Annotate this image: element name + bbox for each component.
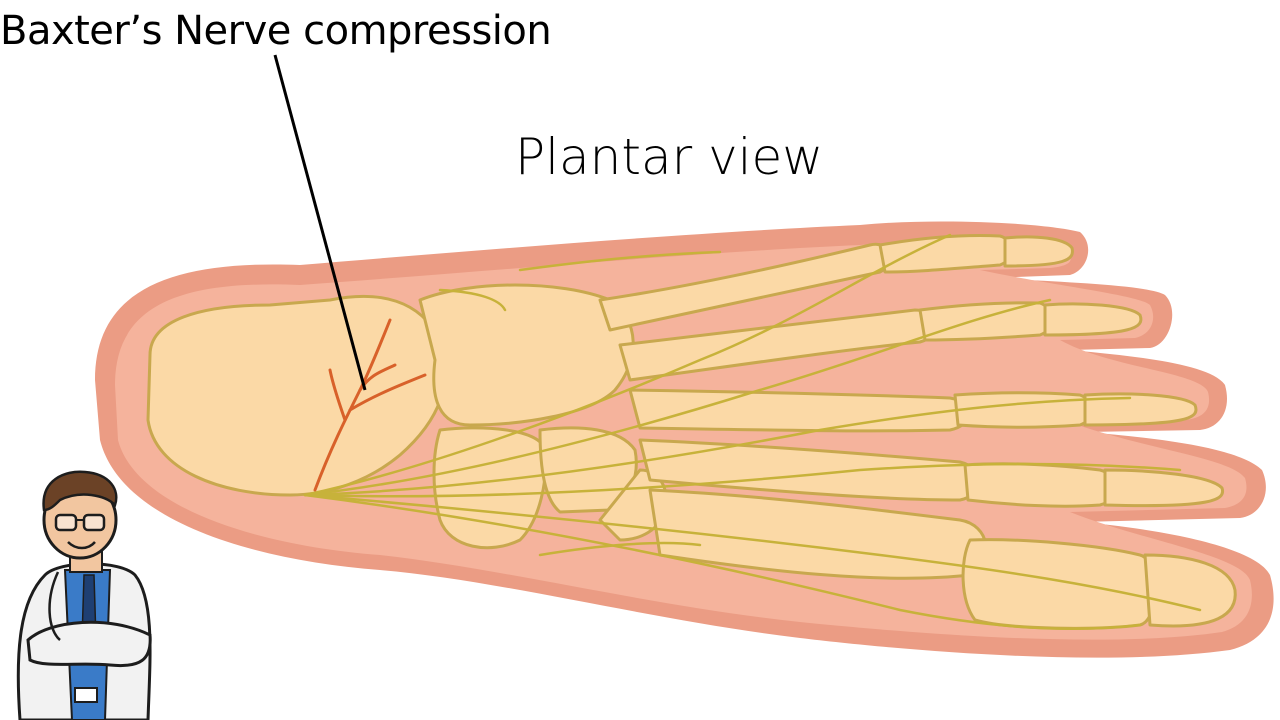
doctor-mascot xyxy=(16,470,152,720)
big-toe-phalanx xyxy=(961,538,1157,630)
toe4-distal xyxy=(1043,302,1143,337)
toe2-distal xyxy=(1103,468,1225,508)
navicular-bone xyxy=(418,283,635,427)
toe5-phalanx xyxy=(878,233,1013,274)
toe2-phalanx xyxy=(963,462,1117,508)
baxter-nerve xyxy=(313,318,427,492)
big-toe-distal xyxy=(1143,553,1237,628)
annotation-pointer-line xyxy=(273,54,367,391)
toe5-distal xyxy=(1003,235,1074,268)
toe3-distal xyxy=(1083,392,1198,427)
annotation-label: Baxter’s Nerve compression xyxy=(0,8,552,54)
plantar-nerves xyxy=(303,233,1202,630)
view-title: Plantar view xyxy=(515,128,824,186)
toe4-phalanx xyxy=(918,301,1053,342)
metatarsal-3 xyxy=(628,388,971,433)
toe3-phalanx xyxy=(953,391,1093,429)
